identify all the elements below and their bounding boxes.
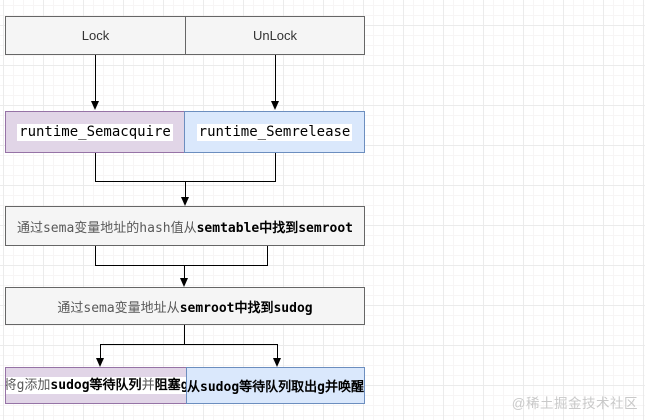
connector-semroot-down-right (267, 246, 268, 266)
node-find-semroot-text-gray: 通过sema变量地址的hash值从 (16, 220, 197, 236)
node-runtime-semrelease-label: runtime_Semrelease (196, 123, 353, 141)
connector-semroot-down-left (95, 246, 96, 266)
arrowhead-to-wake (273, 358, 281, 367)
connector-unlock-to-semrelease (275, 55, 276, 102)
node-wake-g-label: 从sudog等待队列取出g并唤醒 (187, 380, 364, 395)
arrowhead-to-sudog (180, 278, 188, 287)
node-runtime-semacquire-label: runtime_Semacquire (17, 123, 173, 141)
connector-merge-down-1 (185, 181, 186, 198)
node-block-g: 将g添加sudog等待队列并阻塞g (5, 367, 187, 404)
node-runtime-semrelease: runtime_Semrelease (184, 111, 365, 153)
node-block-g-p1: 将g添加 (5, 378, 51, 393)
connector-semacquire-down (95, 153, 96, 182)
connector-merge-down-2 (184, 265, 185, 279)
node-find-sudog-text-gray: 通过sema变量地址从 (57, 300, 180, 316)
node-lock: Lock (5, 16, 186, 55)
node-find-semroot-text-dark: semtable中找到semroot (196, 220, 354, 236)
connector-split-left (100, 344, 101, 359)
connector-lock-to-semacquire (95, 55, 96, 102)
node-unlock: UnLock (185, 16, 365, 55)
connector-split-right (277, 344, 278, 359)
connector-merge-bar-2 (95, 265, 268, 266)
arrowhead-to-semtable (181, 197, 189, 206)
connector-split-bar (100, 344, 278, 345)
connector-sudog-down (184, 325, 185, 345)
node-lock-label: Lock (81, 28, 110, 43)
node-block-g-p2: sudog等待队列 (50, 378, 142, 393)
node-find-sudog-text-dark: semroot中找到sudog (179, 300, 313, 316)
arrowhead-unlock-to-semrelease (271, 101, 279, 110)
node-wake-g: 从sudog等待队列取出g并唤醒 (186, 367, 365, 404)
arrowhead-lock-to-semacquire (91, 101, 99, 110)
node-block-g-p4: 阻塞g (154, 378, 187, 393)
connector-semrelease-down (275, 153, 276, 182)
node-block-g-label: 将g添加sudog等待队列并阻塞g (5, 377, 187, 394)
juejin-watermark: @稀土掘金技术社区 (511, 396, 638, 411)
node-block-g-p3: 并 (141, 378, 155, 393)
node-unlock-label: UnLock (252, 28, 298, 43)
node-runtime-semacquire: runtime_Semacquire (5, 111, 185, 153)
arrowhead-to-block (96, 358, 104, 367)
